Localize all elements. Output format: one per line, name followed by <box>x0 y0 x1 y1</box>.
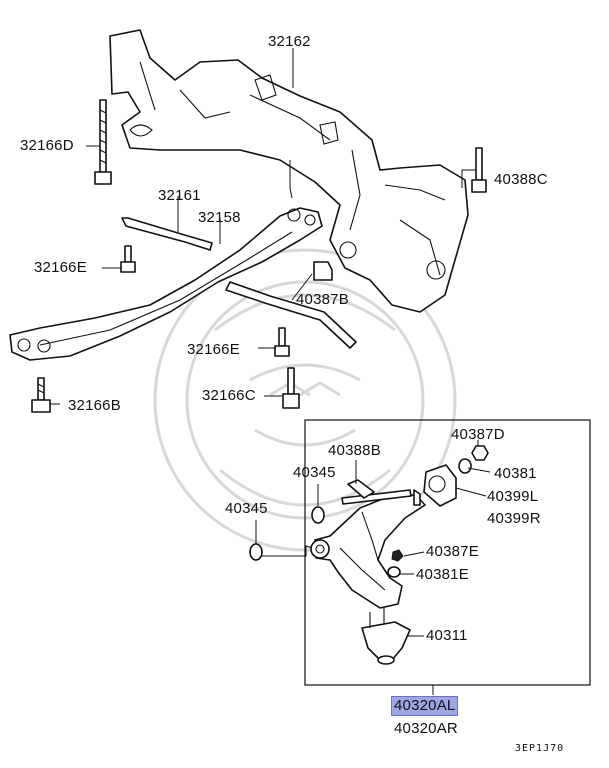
label-40399l[interactable]: 40399L <box>487 488 539 505</box>
bolt-32166b[interactable] <box>31 377 51 413</box>
bolt-32166d[interactable] <box>94 99 112 185</box>
assembly-frame <box>304 419 591 686</box>
lower-arm-40320[interactable] <box>310 489 426 609</box>
label-32166d[interactable]: 32166D <box>20 137 74 154</box>
bushing-40387b[interactable] <box>313 261 333 281</box>
label-32166b[interactable]: 32166B <box>68 397 121 414</box>
label-40399r[interactable]: 40399R <box>487 510 541 527</box>
washer-40345-upper[interactable] <box>311 506 325 524</box>
diagram-code: 3EP1J70 <box>515 743 565 754</box>
nut-40387e[interactable] <box>391 549 404 562</box>
label-32166c[interactable]: 32166C <box>202 387 256 404</box>
label-32166e-left[interactable]: 32166E <box>34 259 87 276</box>
label-40387e[interactable]: 40387E <box>426 543 479 560</box>
label-40381[interactable]: 40381 <box>494 465 537 482</box>
crossmember[interactable] <box>109 29 469 313</box>
bolt-32166e-center[interactable] <box>274 327 290 357</box>
strap-32161[interactable] <box>121 217 357 349</box>
label-40311[interactable]: 40311 <box>426 627 468 644</box>
nut-40387d[interactable] <box>471 445 489 461</box>
ball-joint-40311[interactable] <box>361 608 411 665</box>
label-40345-lower[interactable]: 40345 <box>225 500 268 517</box>
bolt-40388b[interactable] <box>341 479 412 505</box>
label-40345-upper[interactable]: 40345 <box>293 464 336 481</box>
label-32161[interactable]: 32161 <box>158 187 201 204</box>
bushing-40399[interactable] <box>423 464 457 507</box>
washer-40381e[interactable] <box>387 566 401 578</box>
leader-lines-upper <box>50 48 476 405</box>
label-40381e[interactable]: 40381E <box>416 566 469 583</box>
bolt-32166c[interactable] <box>282 367 300 409</box>
bolt-32166e-left[interactable] <box>120 245 136 273</box>
label-40387d[interactable]: 40387D <box>451 426 505 443</box>
label-40320al[interactable]: 40320AL <box>390 696 459 716</box>
label-32158[interactable]: 32158 <box>198 209 241 226</box>
label-40387b[interactable]: 40387B <box>296 291 349 308</box>
bolt-40388c[interactable] <box>471 147 487 193</box>
label-40388b[interactable]: 40388B <box>328 442 381 459</box>
stiffener-32158[interactable] <box>9 207 323 361</box>
leader-lines-lower <box>255 440 491 695</box>
washer-40381[interactable] <box>458 458 472 474</box>
label-32162[interactable]: 32162 <box>268 33 311 50</box>
label-32166e-center[interactable]: 32166E <box>187 341 240 358</box>
washer-40345-lower[interactable] <box>249 543 263 561</box>
label-40388c[interactable]: 40388C <box>494 171 548 188</box>
label-40320ar[interactable]: 40320AR <box>394 720 458 737</box>
